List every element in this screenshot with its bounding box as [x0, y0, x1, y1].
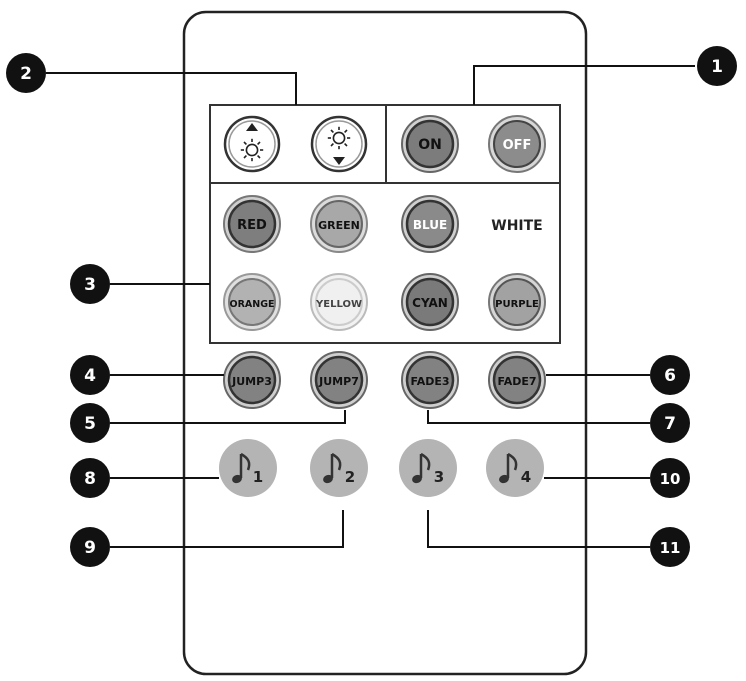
- callout-2-label: 2: [20, 64, 32, 84]
- music1-button[interactable]: 1: [219, 439, 277, 497]
- callout-4: 4: [70, 355, 110, 395]
- off-label: OFF: [503, 138, 532, 153]
- off-button-face: [493, 120, 541, 168]
- callout-9: 9: [70, 527, 110, 567]
- music3-label: 3: [434, 468, 444, 486]
- callout-4-label: 4: [84, 366, 96, 386]
- red-button[interactable]: RED: [223, 195, 281, 253]
- orange-button[interactable]: ORANGE: [223, 273, 281, 331]
- callout-5-label: 5: [84, 414, 96, 434]
- music3-button[interactable]: 3: [399, 439, 457, 497]
- jump3-label: JUMP3: [231, 375, 272, 388]
- red-label: RED: [237, 218, 267, 233]
- white-label: WHITE: [491, 218, 542, 234]
- callout-10: 10: [650, 458, 690, 498]
- callout-8-label: 8: [84, 469, 96, 489]
- callout-6-label: 6: [664, 366, 676, 386]
- white-button[interactable]: WHITE: [491, 218, 542, 234]
- callout-9-label: 9: [84, 538, 96, 558]
- music4-button[interactable]: 4: [486, 439, 544, 497]
- music4-label: 4: [521, 468, 531, 486]
- leader-5: [110, 410, 346, 424]
- jump7-button[interactable]: JUMP7: [310, 351, 368, 409]
- yellow-button[interactable]: YELLOW: [310, 273, 368, 331]
- callout-1: 1: [697, 46, 737, 86]
- leader-lines: [46, 65, 695, 548]
- callout-3-label: 3: [84, 275, 96, 295]
- purple-label: PURPLE: [495, 299, 539, 310]
- music2-label: 2: [345, 468, 355, 486]
- leader-1: [473, 65, 695, 105]
- callout-10-label: 10: [660, 470, 681, 488]
- jump7-label: JUMP7: [318, 375, 359, 388]
- cyan-label: CYAN: [412, 296, 448, 310]
- leader-11: [427, 510, 650, 548]
- yellow-label: YELLOW: [315, 299, 362, 310]
- music1-label: 1: [253, 468, 263, 486]
- purple-button[interactable]: PURPLE: [488, 273, 546, 331]
- music2-button[interactable]: 2: [310, 439, 368, 497]
- fade7-label: FADE7: [497, 375, 536, 388]
- blue-button[interactable]: BLUE: [401, 195, 459, 253]
- callout-2: 2: [6, 53, 46, 93]
- callout-11: 11: [650, 527, 690, 567]
- orange-label: ORANGE: [230, 299, 275, 310]
- callout-1-label: 1: [711, 57, 723, 77]
- jump3-button[interactable]: JUMP3: [223, 351, 281, 409]
- cyan-button[interactable]: CYAN: [401, 273, 459, 331]
- fade7-button[interactable]: FADE7: [488, 351, 546, 409]
- on-button-face: [405, 119, 455, 169]
- green-button[interactable]: GREEN: [310, 195, 368, 253]
- callout-5: 5: [70, 403, 110, 443]
- on-label: ON: [418, 137, 442, 153]
- leader-2: [46, 72, 297, 105]
- leader-9: [110, 510, 344, 548]
- callout-11-label: 11: [660, 539, 681, 557]
- callout-7-label: 7: [664, 414, 676, 434]
- color-panel: [209, 182, 561, 344]
- brightness-down-button[interactable]: [310, 115, 368, 173]
- arrow-up-icon: [246, 123, 258, 131]
- arrow-down-icon: [333, 157, 345, 165]
- off-button[interactable]: OFF: [488, 115, 546, 173]
- leader-7: [427, 410, 650, 424]
- callout-7: 7: [650, 403, 690, 443]
- fade3-button[interactable]: FADE3: [401, 351, 459, 409]
- callout-6: 6: [650, 355, 690, 395]
- brightness-up-button[interactable]: [223, 115, 281, 173]
- callout-8: 8: [70, 458, 110, 498]
- on-button[interactable]: ON: [401, 115, 459, 173]
- fade3-label: FADE3: [410, 375, 449, 388]
- green-label: GREEN: [318, 219, 360, 232]
- blue-label: BLUE: [413, 218, 447, 232]
- callout-3: 3: [70, 264, 110, 304]
